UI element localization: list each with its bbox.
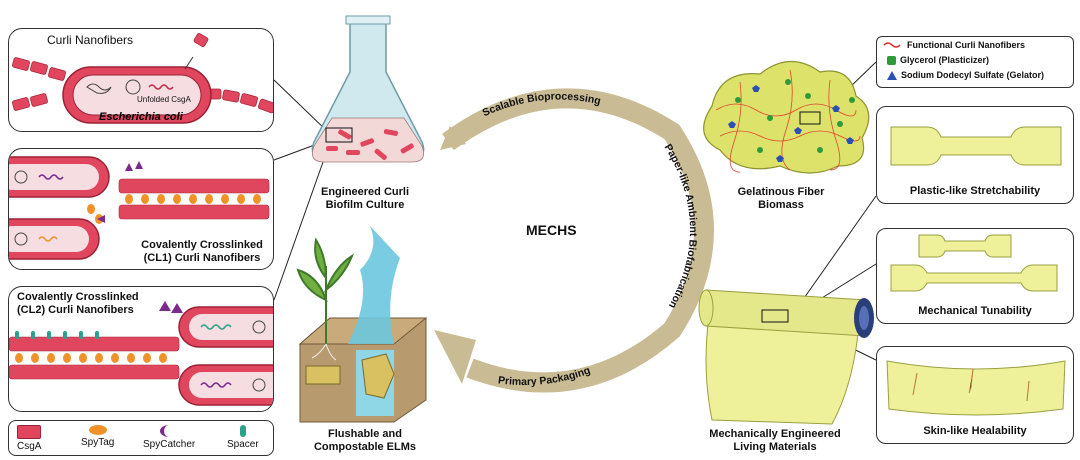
property-healability: Skin-like Healability	[876, 346, 1074, 444]
arc-right-label: Paper-like Ambient Biofabrication	[662, 142, 699, 310]
panel-curli-nanofibers: Curli Nanofibers Unfolded CsgA Escherich…	[8, 28, 274, 132]
legend-spytag: SpyTag	[81, 425, 114, 448]
property-stretchability: Plastic-like Stretchability	[876, 106, 1074, 204]
cl2-caption-line1: Covalently Crosslinked	[17, 291, 139, 303]
cl2-caption-line2: (CL2) Curli Nanofibers	[17, 304, 134, 316]
biomass-label-line1: Gelatinous Fiber	[737, 186, 825, 198]
ecoli-curli-illustration	[12, 33, 273, 124]
flask-label-line2: Biofilm Culture	[325, 199, 405, 211]
healed-strip-icon	[886, 360, 1066, 416]
arc-top-label: Scalable Bioprocessing	[481, 90, 602, 119]
flushable-label-line2: Compostable ELMs	[313, 441, 417, 453]
cl2-illustration	[9, 301, 273, 406]
cl1-caption-line2: (CL1) Curli Nanofibers	[143, 252, 261, 264]
svg-text:Paper-like Ambient Biofabricat: Paper-like Ambient Biofabrication	[662, 142, 699, 310]
legend-curli: Functional Curli Nanofibers	[883, 40, 1025, 50]
cl1-caption-line1: Covalently Crosslinked	[141, 239, 263, 251]
legend-spycatcher: SpyCatcher	[143, 425, 195, 450]
mechs-title: MECHS	[526, 222, 577, 238]
panel-cl1-nanofibers: Covalently Crosslinked (CL1) Curli Nanof…	[8, 148, 274, 270]
unfolded-csga-label: Unfolded CsgA	[137, 95, 191, 104]
stretchability-label: Plastic-like Stretchability	[909, 185, 1041, 197]
spytag-ellipse-icon	[88, 425, 107, 435]
spycatcher-crescent-icon	[160, 425, 178, 437]
csga-block-icon	[17, 425, 42, 439]
blue-pentagon-icon	[887, 70, 897, 80]
biomass-label-line2: Biomass	[758, 199, 804, 211]
arc-bottom-label: Primary Packaging	[497, 364, 592, 388]
flask-label-line1: Engineered Curli	[320, 186, 410, 198]
biomass-legend: Functional Curli Nanofibers Glycerol (Pl…	[876, 36, 1074, 88]
property-tunability: Mechanical Tunability	[876, 228, 1074, 324]
svg-text:Scalable Bioprocessing: Scalable Bioprocessing	[481, 90, 602, 119]
legend-glycerol: Glycerol (Plasticizer)	[887, 55, 989, 65]
dogbone-specimen-icon	[890, 126, 1062, 166]
tunability-label: Mechanical Tunability	[918, 305, 1032, 317]
elm-label-line2: Living Materials	[733, 441, 817, 453]
spacer-capsule-icon	[239, 425, 246, 437]
cl1-illustration	[9, 156, 270, 260]
component-legend: CsgA SpyTag SpyCatcher Spacer	[8, 420, 274, 456]
elm-label-line1: Mechanically Engineered	[709, 428, 841, 440]
legend-csga: CsgA	[17, 425, 41, 452]
dogbone-pair-icon	[890, 234, 1058, 292]
panel-cl2-nanofibers: Covalently Crosslinked (CL2) Curli Nanof…	[8, 286, 274, 412]
red-wave-icon	[883, 42, 901, 48]
panel1-title: Curli Nanofibers	[47, 33, 134, 47]
svg-text:Primary Packaging: Primary Packaging	[497, 364, 592, 388]
flushable-label-line1: Flushable and	[328, 428, 402, 440]
organism-label: Escherichia coli	[99, 111, 183, 123]
legend-spacer: Spacer	[227, 425, 259, 450]
legend-sds: Sodium Dodecyl Sulfate (Gelator)	[887, 70, 1044, 80]
healability-label: Skin-like Healability	[923, 425, 1027, 437]
green-hexagon-icon	[887, 55, 896, 65]
